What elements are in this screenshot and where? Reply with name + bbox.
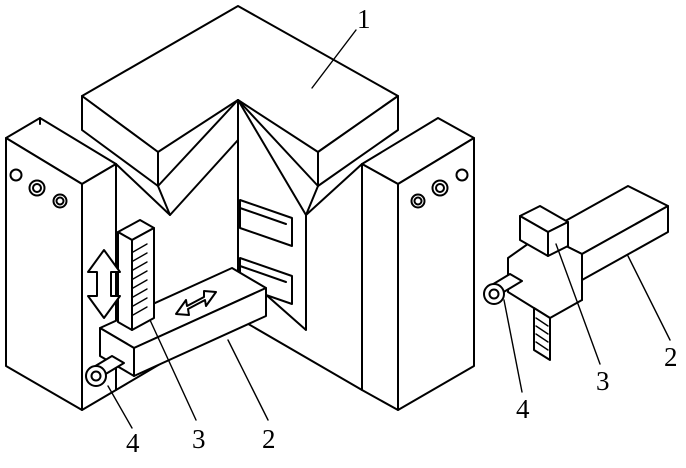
- vertical-double-arrow: [87, 249, 121, 319]
- callout-4-right: 4: [516, 394, 530, 424]
- callout-3-right: 3: [596, 366, 610, 396]
- callout-4-left: 4: [126, 428, 140, 458]
- callout-2-right: 2: [664, 342, 678, 372]
- horizontal-double-arrow: [175, 290, 217, 316]
- right-upright-plate: [305, 117, 475, 411]
- callout-labels: 1 2 3 4 2 3 4: [126, 4, 678, 458]
- leader-lines: [107, 29, 671, 429]
- callout-1: 1: [357, 4, 371, 34]
- callout-3-left: 3: [192, 424, 206, 454]
- left-rack-teeth: [132, 243, 148, 316]
- right-rack-teeth: [535, 317, 549, 351]
- callout-2-left: 2: [262, 424, 276, 454]
- main-fixture-body: [81, 5, 399, 331]
- right-separate-stop: [483, 185, 669, 361]
